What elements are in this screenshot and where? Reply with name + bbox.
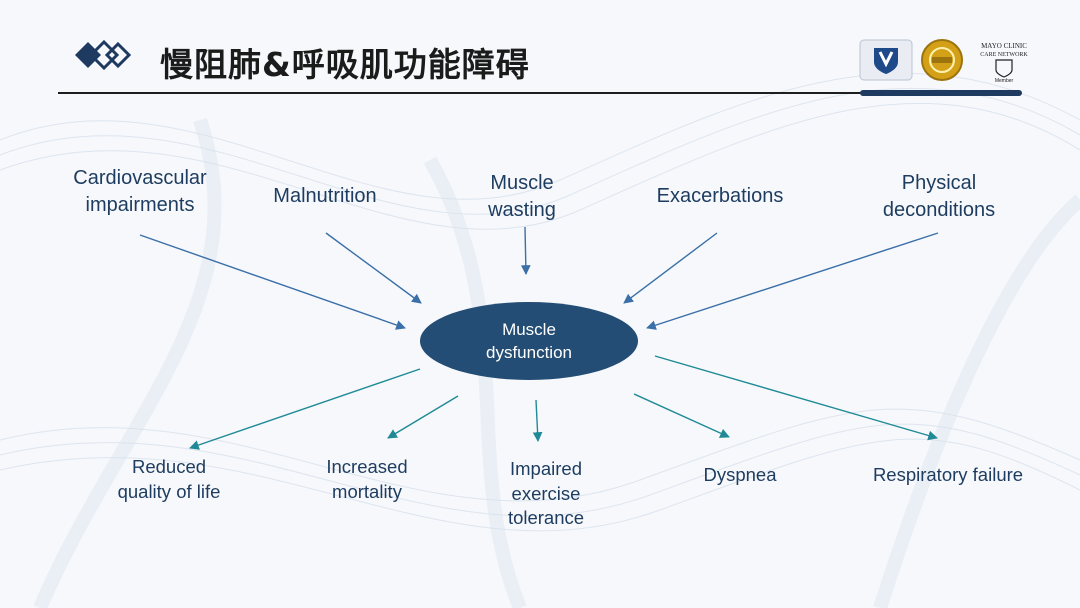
edge-center-to-quality-of-life bbox=[189, 368, 421, 450]
edge-malnutrition-to-center bbox=[325, 232, 422, 304]
gold-seal-logo bbox=[921, 39, 963, 81]
edge-cardiovascular-to-center bbox=[139, 234, 406, 330]
partner-logos: MAYO CLINIC CARE NETWORK Member bbox=[859, 39, 1028, 84]
svg-text:CARE NETWORK: CARE NETWORK bbox=[980, 52, 1028, 58]
edge-center-to-respiratory-failure bbox=[654, 355, 938, 441]
effect-increased-mortality: Increased mortality bbox=[326, 456, 408, 502]
center-node-muscle-dysfunction: Muscle dysfunction bbox=[420, 302, 638, 380]
edge-muscle-wasting-to-center bbox=[520, 226, 531, 275]
cause-malnutrition: Malnutrition bbox=[273, 185, 377, 207]
effect-reduced-quality-of-life: Reduced quality of life bbox=[117, 456, 221, 502]
header-divider-accent bbox=[860, 90, 1022, 96]
edge-physical-deconditions-to-center bbox=[646, 232, 939, 330]
svg-text:Member: Member bbox=[995, 78, 1014, 84]
center-node-label: Muscle dysfunction bbox=[486, 320, 572, 362]
effect-dyspnea: Dyspnea bbox=[703, 464, 777, 485]
diamond-mark-icon bbox=[75, 40, 132, 70]
header-divider bbox=[58, 92, 862, 94]
cause-physical-deconditions: Physical deconditions bbox=[882, 172, 996, 221]
cause-cardiovascular-impairments: Cardiovascular impairments bbox=[73, 167, 207, 216]
slide-title: 慢阻肺&呼吸肌功能障碍 bbox=[160, 45, 530, 84]
effect-impaired-exercise-tolerance: Impaired exercise tolerance bbox=[507, 458, 585, 528]
edge-center-to-exercise-tolerance bbox=[532, 399, 543, 442]
cause-exacerbations: Exacerbations bbox=[656, 185, 784, 207]
edge-exacerbations-to-center bbox=[623, 232, 718, 304]
mayo-clinic-care-network-logo: MAYO CLINIC CARE NETWORK Member bbox=[980, 42, 1028, 84]
effect-respiratory-failure: Respiratory failure bbox=[872, 464, 1024, 485]
university-logo bbox=[859, 39, 913, 81]
cause-muscle-wasting: Muscle wasting bbox=[488, 172, 556, 221]
svg-text:MAYO CLINIC: MAYO CLINIC bbox=[981, 42, 1027, 50]
edge-center-to-mortality bbox=[387, 395, 459, 439]
edge-center-to-dyspnea bbox=[633, 393, 730, 438]
